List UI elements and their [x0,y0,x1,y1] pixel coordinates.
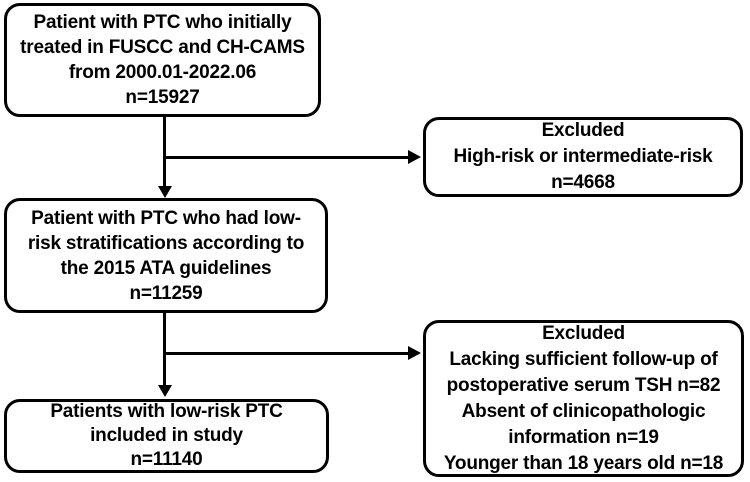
node-text-line: from 2000.01-2022.06 [68,62,257,83]
node-text-line: High-risk or intermediate-risk [453,146,713,167]
node-initial-cohort: Patient with PTC who initially treated i… [4,3,321,117]
node-text-line: n=4668 [551,172,615,193]
node-text-line: Absent of clinicopathologic [461,400,706,422]
arrow-right-icon [408,150,421,164]
connector-branch-to-excluded-risk [163,155,408,159]
node-text-line: Excluded [542,322,625,344]
node-excluded-high-intermediate-risk: Excluded High-risk or intermediate-risk … [423,117,743,197]
connector-initial-to-lowrisk [163,117,166,186]
connector-lowrisk-to-included [163,313,166,385]
node-excluded-other-reasons: Excluded Lacking sufficient follow-up of… [423,320,744,477]
node-text-line: n=11140 [130,449,203,470]
node-text-line: postoperative serum TSH n=82 [446,374,721,396]
node-text-line: Patients with low-risk PTC [50,401,283,422]
node-text-line: n=15927 [125,87,200,108]
connector-branch-to-excluded-other [163,351,408,355]
node-text-line: Patient with PTC who had low- [31,207,301,229]
node-text-line: Younger than 18 years old n=18 [443,452,724,474]
node-text-line: information n=19 [508,426,659,448]
node-included-in-study: Patients with low-risk PTC included in s… [4,399,329,473]
node-text-line: treated in FUSCC and CH-CAMS [20,37,305,58]
arrow-right-icon [408,346,421,360]
node-text-line: n=11259 [129,282,203,304]
node-low-risk-stratification: Patient with PTC who had low- risk strat… [4,198,328,313]
node-text-line: the 2015 ATA guidelines [60,257,272,279]
node-text-line: risk stratifications according to [27,232,305,254]
arrow-down-icon [157,186,172,198]
node-text-line: Lacking sufficient follow-up of [449,348,718,370]
node-text-line: Patient with PTC who initially [33,12,292,33]
arrow-down-icon [157,385,172,397]
node-text-line: Excluded [541,120,625,141]
node-text-line: included in study [90,425,243,446]
